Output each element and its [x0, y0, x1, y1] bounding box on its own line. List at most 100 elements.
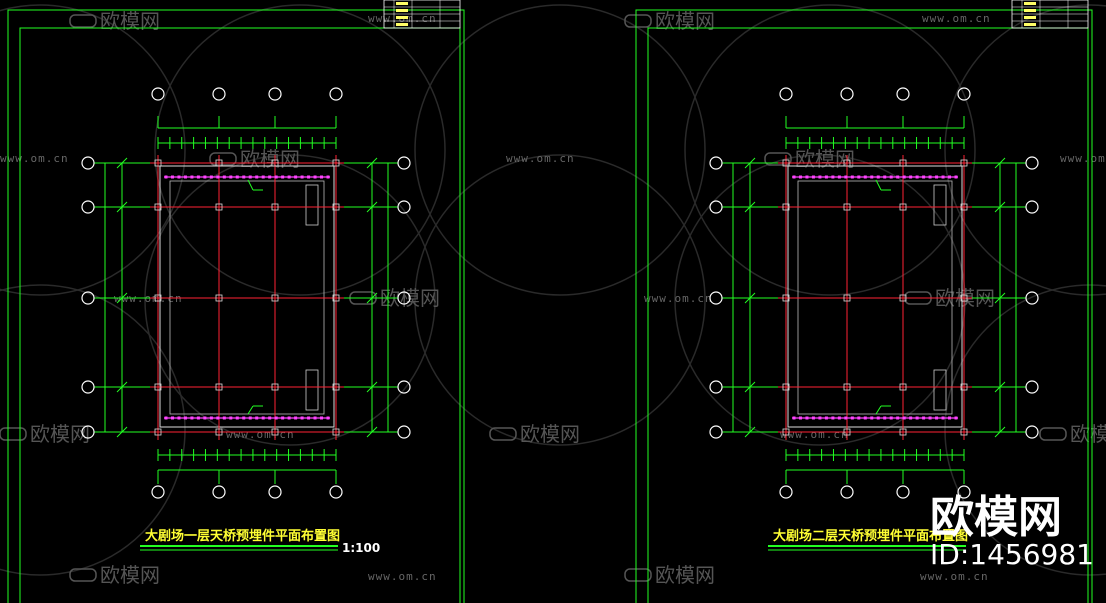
- embed-point: [818, 175, 822, 179]
- embed-point: [941, 416, 945, 420]
- embed-point: [164, 175, 168, 179]
- watermark-circle: [674, 154, 966, 446]
- embed-point: [235, 175, 239, 179]
- column-node: [154, 203, 162, 211]
- drawing-title-right: 大剧场二层天桥预埋件平面布置图: [773, 528, 968, 544]
- title-block-mark: [396, 2, 408, 5]
- embed-point: [229, 416, 233, 420]
- embed-point: [261, 175, 265, 179]
- watermark-brand-text: 欧模网: [795, 147, 855, 171]
- embed-point: [216, 416, 220, 420]
- column-node: [332, 159, 340, 167]
- axis-bubble: [896, 485, 910, 499]
- embed-point: [313, 175, 317, 179]
- stair-box: [305, 184, 319, 226]
- embed-point: [811, 416, 815, 420]
- axis-bubble: [81, 156, 95, 170]
- axis-bubble: [329, 485, 343, 499]
- column-node: [843, 159, 851, 167]
- axis-bubble: [151, 87, 165, 101]
- dimension-tick: [116, 201, 128, 213]
- axis-bubble: [1025, 156, 1039, 170]
- brand-badge-name: 欧模网: [930, 492, 1062, 543]
- title-block: [383, 0, 461, 29]
- column-node: [332, 383, 340, 391]
- embed-point: [222, 175, 226, 179]
- column-node: [215, 203, 223, 211]
- column-node: [899, 383, 907, 391]
- title-block-mark: [1024, 16, 1036, 19]
- sheet-outer-frame: [635, 9, 1093, 603]
- embed-point: [164, 416, 168, 420]
- axis-bubble: [1025, 425, 1039, 439]
- watermark-brand-text: 欧模网: [240, 147, 300, 171]
- axis-bubble: [1025, 291, 1039, 305]
- embed-point: [326, 416, 330, 420]
- watermark-circle: [144, 154, 436, 446]
- embed-point: [928, 175, 932, 179]
- axis-bubble: [709, 200, 723, 214]
- dimension-tick: [994, 157, 1006, 169]
- dimension-tick: [744, 157, 756, 169]
- embed-point: [281, 175, 285, 179]
- embed-point: [928, 416, 932, 420]
- embed-point: [909, 175, 913, 179]
- axis-bubble: [1025, 200, 1039, 214]
- column-node: [899, 428, 907, 436]
- embed-point: [837, 416, 841, 420]
- overlay-layer: 大剧场一层天桥预埋件平面布置图 1:100 大剧场二层天桥预埋件平面布置图 欧模…: [145, 492, 1094, 571]
- embed-point: [196, 175, 200, 179]
- embed-point: [915, 416, 919, 420]
- column-node: [843, 203, 851, 211]
- embed-point: [300, 416, 304, 420]
- drawing-sheet-right: [635, 0, 1093, 603]
- axis-bubble: [840, 87, 854, 101]
- embed-point: [824, 175, 828, 179]
- column-node: [960, 428, 968, 436]
- embed-point: [203, 175, 207, 179]
- watermark-brand-text: 欧模网: [655, 9, 715, 33]
- embed-point: [326, 175, 330, 179]
- axis-bubble: [397, 200, 411, 214]
- column-node: [154, 383, 162, 391]
- stair-box: [305, 369, 319, 411]
- column-node: [960, 294, 968, 302]
- watermark-url-text: www.om.cn: [0, 152, 69, 165]
- watermark-url-text: www.om.cn: [780, 428, 849, 441]
- embed-point: [268, 175, 272, 179]
- embed-point: [883, 416, 887, 420]
- watermark-url-text: www.om.cn: [920, 570, 989, 583]
- watermark-logo-icon: [69, 568, 97, 582]
- embed-point: [896, 416, 900, 420]
- dimension-tick: [116, 292, 128, 304]
- dimension-tick: [744, 292, 756, 304]
- embed-point: [274, 416, 278, 420]
- title-block-mark: [1024, 23, 1036, 26]
- watermark-url-text: www.om.cn: [506, 152, 575, 165]
- watermark-brand-text: 欧模网: [520, 422, 580, 446]
- leader-line: [875, 405, 882, 415]
- embed-point: [307, 175, 311, 179]
- watermark-logo-icon: [624, 568, 652, 582]
- title-block-mark: [1024, 9, 1036, 12]
- column-node: [332, 294, 340, 302]
- embed-point: [320, 416, 324, 420]
- watermark-url-text: www.om.cn: [1060, 152, 1106, 165]
- column-node: [215, 428, 223, 436]
- embed-point: [922, 416, 926, 420]
- column-node: [215, 294, 223, 302]
- embed-point: [216, 175, 220, 179]
- axis-bubble: [709, 425, 723, 439]
- column-node: [271, 159, 279, 167]
- embed-point: [190, 416, 194, 420]
- brand-badge-id: ID:1456981: [930, 538, 1094, 571]
- axis-bubble: [397, 291, 411, 305]
- column-node: [843, 383, 851, 391]
- column-node: [332, 203, 340, 211]
- axis-bubble: [840, 485, 854, 499]
- axis-bubble: [329, 87, 343, 101]
- axis-bubble: [397, 425, 411, 439]
- embed-point: [242, 175, 246, 179]
- watermark-logo-icon: [1039, 427, 1067, 441]
- embed-point: [222, 416, 226, 420]
